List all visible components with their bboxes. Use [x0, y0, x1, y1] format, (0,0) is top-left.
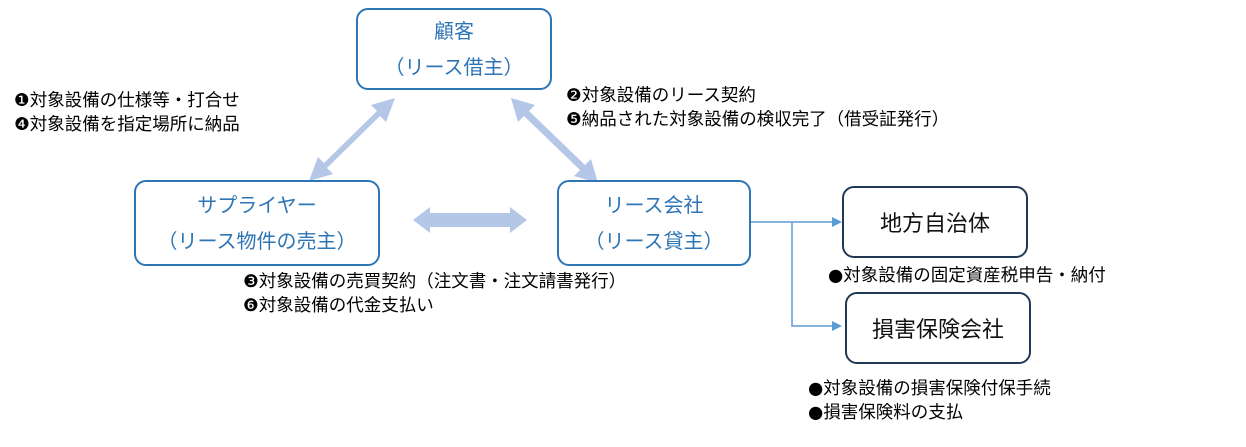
annotation-step-5: ❺納品された対象設備の検収完了（借受証発行）	[566, 110, 950, 130]
connector-lessor-to-agencies	[740, 221, 838, 327]
annotation-supplier-customer: ❶対象設備の仕様等・打合せ ❹対象設備を指定場所に納品	[14, 89, 240, 137]
annotation-step-1: ❶対象設備の仕様等・打合せ	[14, 91, 240, 111]
annotation-step-6: ❻対象設備の代金支払い	[243, 296, 434, 316]
customer-subtitle: （リース借主）	[384, 55, 524, 79]
annotation-step-4: ❹対象設備を指定場所に納品	[14, 115, 240, 135]
supplier-subtitle: （リース物件の売主）	[157, 229, 357, 253]
arrowhead-to-local-gov	[832, 217, 842, 227]
customer-title: 顧客	[434, 19, 474, 43]
local-gov-title: 地方自治体	[879, 212, 990, 237]
double-arrow-customer-lessor	[511, 98, 598, 183]
supplier-title: サプライヤー	[197, 193, 317, 217]
annotation-step-2: ❷対象設備のリース契約	[566, 86, 756, 106]
node-insurer: 損害保険会社	[845, 292, 1031, 364]
double-arrow-supplier-lessor	[413, 207, 527, 233]
annotation-supplier-lessor: ❸対象設備の売買契約（注文書・注文請書発行） ❻対象設備の代金支払い	[243, 270, 626, 318]
lessor-subtitle: （リース貸主）	[584, 229, 724, 253]
node-supplier: サプライヤー （リース物件の売主）	[134, 180, 380, 266]
arrowhead-to-insurer	[832, 321, 842, 331]
annotation-step-3: ❸対象設備の売買契約（注文書・注文請書発行）	[243, 272, 627, 292]
node-customer: 顧客 （リース借主）	[356, 8, 552, 90]
node-lessor: リース会社 （リース貸主）	[557, 180, 751, 266]
annotation-insurer: ●対象設備の損害保険付保手続 ●損害保険料の支払	[808, 377, 1051, 425]
annotation-tax: ●対象設備の固定資産税申告・納付	[828, 266, 1106, 286]
annotation-customer-lessor: ❷対象設備のリース契約 ❺納品された対象設備の検収完了（借受証発行）	[566, 84, 949, 132]
double-arrow-supplier-customer	[309, 98, 395, 181]
insurer-title: 損害保険会社	[871, 318, 1004, 343]
annotation-insurance-payment: ●損害保険料の支払	[808, 403, 964, 423]
annotation-insurance-procedure: ●対象設備の損害保険付保手続	[808, 379, 1051, 399]
annotation-local-gov: ●対象設備の固定資産税申告・納付	[828, 264, 1106, 288]
lessor-title: リース会社	[604, 193, 704, 217]
node-local-government: 地方自治体	[842, 186, 1028, 258]
